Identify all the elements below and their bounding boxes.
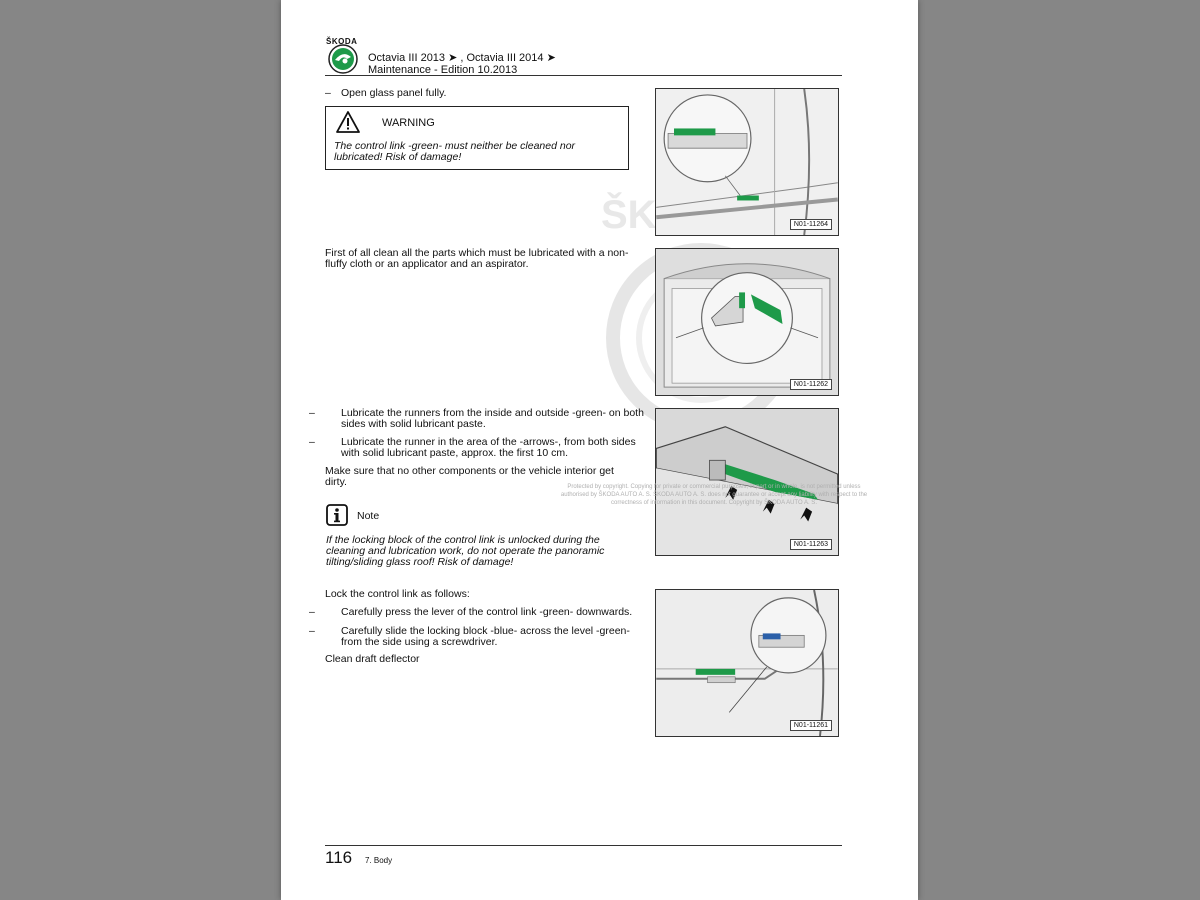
figure-illustration: [656, 89, 838, 235]
figure-illustration: [656, 409, 838, 555]
dash-bullet: –: [309, 606, 315, 618]
figure-locking-block: N01-11261: [655, 589, 839, 737]
header-divider: [325, 75, 842, 76]
skoda-logo-icon: [328, 44, 358, 74]
figure-id-label: N01-11263: [789, 539, 832, 550]
paragraph-clean-parts: First of all clean all the parts which m…: [325, 247, 629, 270]
note-text: If the locking block of the control link…: [326, 534, 605, 568]
figure-id-label: N01-11261: [789, 720, 832, 731]
step-slide-block: – Carefully slide the locking block -blue…: [309, 625, 646, 648]
warning-triangle-icon: [336, 111, 360, 133]
paragraph-clean-deflector: Clean draft deflector: [325, 653, 420, 665]
note-title: Note: [357, 510, 380, 522]
step-press-lever: – Carefully press the lever of the contro…: [309, 606, 646, 618]
step-lubricate-runners: – Lubricate the runners from the inside a…: [309, 407, 646, 430]
figure-control-link-closed: N01-11264: [655, 88, 839, 236]
header-edition-line: Maintenance - Edition 10.2013: [368, 64, 518, 76]
warning-text: The control link -green- must neither be…: [334, 140, 576, 163]
figure-runner-arrows: N01-11263: [655, 408, 839, 556]
warning-box: WARNING The control link -green- must ne…: [325, 106, 629, 170]
brand-wordmark: ŠKODA: [326, 37, 358, 46]
dash-bullet: –: [325, 87, 331, 99]
info-note-icon: [326, 504, 348, 526]
copyright-notice: Protected by copyright. Copying for priv…: [560, 484, 868, 506]
step-text: Carefully slide the locking block -blue-…: [341, 625, 630, 648]
manual-page: ŠK ŠKODA Octavia III 2013 ➤ , Octavia II…: [281, 0, 918, 900]
warning-title: WARNING: [382, 117, 435, 129]
dash-bullet: –: [309, 625, 315, 637]
svg-text:ŠK: ŠK: [601, 191, 657, 237]
section-title: 7. Body: [365, 856, 393, 865]
step-text: Carefully press the lever of the control…: [341, 606, 633, 618]
figure-id-label: N01-11262: [789, 379, 832, 390]
dash-bullet: –: [309, 436, 315, 448]
step-open-panel: –Open glass panel fully.: [325, 88, 630, 99]
step-text: Open glass panel fully.: [341, 87, 447, 99]
paragraph-lock-intro: Lock the control link as follows:: [325, 588, 470, 600]
dash-bullet: –: [309, 407, 315, 419]
step-lubricate-arrows: – Lubricate the runner in the area of the…: [309, 436, 646, 459]
step-text: Lubricate the runner in the area of the …: [341, 436, 636, 459]
step-text: Lubricate the runners from the inside an…: [341, 407, 644, 430]
footer-divider: [325, 845, 842, 846]
figure-id-label: N01-11264: [789, 219, 832, 230]
figure-runners-overview: N01-11262: [655, 248, 839, 396]
paragraph-no-dirt: Make sure that no other components or th…: [325, 465, 614, 488]
header-model-line: Octavia III 2013 ➤ , Octavia III 2014 ➤: [368, 52, 556, 64]
page-number: 116: [325, 848, 353, 867]
figure-illustration: [656, 590, 838, 736]
figure-illustration: [656, 249, 838, 395]
